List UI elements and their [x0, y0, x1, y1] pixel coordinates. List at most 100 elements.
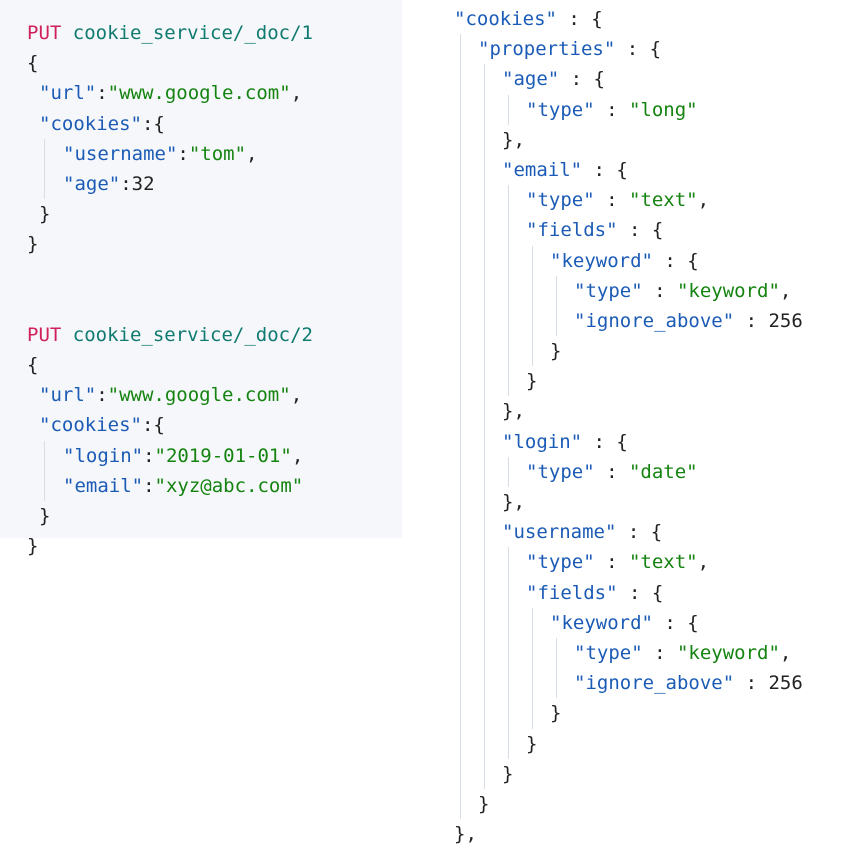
indent-guide	[508, 305, 509, 337]
indent-guide	[556, 305, 557, 337]
indent-guide	[460, 788, 461, 820]
code-line: }	[27, 501, 402, 531]
indent-guide	[460, 728, 461, 759]
indent-guide	[460, 517, 461, 548]
comma: ,	[246, 142, 258, 165]
comma: ,	[290, 82, 303, 105]
indent-guide	[508, 275, 509, 306]
indent-guide	[484, 607, 485, 638]
brace-close: }	[27, 233, 39, 256]
punctuation: }	[478, 792, 490, 815]
json-key: "ignore_above"	[574, 309, 735, 332]
indent-guide	[460, 34, 461, 65]
code-line: "cookies":{	[27, 109, 402, 139]
punctuation: :	[734, 672, 769, 695]
indent-guide	[484, 154, 485, 186]
code-line: "keyword" : {	[454, 607, 856, 638]
json-string: "long"	[628, 98, 698, 121]
code-line: "login" : {	[454, 426, 856, 457]
left-code-block: PUT cookie_service/_doc/1 { "url": "www.g…	[0, 0, 402, 561]
punctuation: :	[642, 641, 677, 664]
code-line: "age" : {	[454, 64, 856, 95]
code-line: }	[454, 728, 856, 759]
punctuation: : {	[615, 38, 662, 61]
indent-guide	[460, 607, 461, 638]
indent-guide	[484, 456, 485, 487]
punctuation: : {	[559, 68, 605, 91]
indent-guide	[460, 366, 461, 397]
indent-guide	[532, 336, 533, 367]
indent-guide	[508, 637, 509, 669]
json-key: "properties"	[478, 38, 616, 61]
code-line: }	[454, 758, 856, 789]
code-line: {	[27, 48, 402, 78]
indent-guide	[460, 215, 461, 246]
json-key: "url"	[39, 82, 97, 105]
json-key: "cookies"	[39, 112, 142, 135]
json-string: "2019-01-01"	[154, 444, 292, 467]
indent-guide	[484, 758, 485, 789]
code-line: "type" : "keyword",	[454, 637, 856, 669]
code-line: "login":"2019-01-01",	[27, 440, 402, 471]
punctuation: :	[594, 551, 629, 574]
indent-guide	[44, 168, 45, 200]
indent-guide	[484, 487, 485, 518]
indent-guide	[460, 637, 461, 669]
comma: ,	[697, 189, 710, 212]
indent-guide	[460, 396, 461, 427]
punctuation: : {	[652, 249, 699, 272]
indent-guide	[556, 275, 557, 306]
indent-guide	[460, 426, 461, 457]
indent-guide	[532, 637, 533, 669]
code-line: "fields" : {	[454, 215, 856, 246]
indent-guide	[508, 698, 509, 729]
indent-guide	[508, 336, 509, 367]
indent-guide	[532, 305, 533, 337]
right-code-panel: "cookies" : {"properties" : {"age" : {"t…	[440, 0, 856, 845]
indent-guide	[508, 607, 509, 638]
code-line: "fields" : {	[454, 577, 856, 608]
indent-guide	[44, 470, 45, 502]
request-line-1: PUT cookie_service/_doc/1	[27, 18, 402, 48]
code-line: "age":32	[27, 168, 402, 200]
punctuation: }	[526, 370, 538, 393]
indent-guide	[556, 637, 557, 669]
colon: :	[177, 142, 189, 165]
punctuation: },	[502, 491, 525, 513]
code-line: }	[454, 366, 856, 397]
indent-guide	[532, 607, 533, 638]
http-method: PUT	[27, 22, 62, 44]
punctuation: : {	[652, 611, 699, 634]
indent-guide	[508, 366, 509, 397]
json-key: "ignore_above"	[574, 672, 735, 695]
code-line: "type" : "long"	[454, 94, 856, 125]
code-line: "ignore_above" : 256	[454, 305, 856, 337]
indent-guide	[508, 547, 509, 578]
code-line: "keyword" : {	[454, 245, 856, 276]
punctuation: },	[502, 400, 525, 423]
json-string: "www.google.com"	[107, 384, 291, 407]
json-key: "type"	[574, 279, 643, 302]
json-string: "keyword"	[676, 279, 780, 302]
indent-guide	[508, 728, 509, 759]
indent-guide	[460, 94, 461, 125]
json-key: "type"	[526, 551, 595, 574]
json-string: "xyz@abc.com"	[154, 474, 304, 497]
colon: :	[120, 172, 132, 195]
code-line: "properties" : {	[454, 34, 856, 65]
indent-guide	[484, 336, 485, 367]
punctuation: },	[454, 823, 477, 846]
code-line: },	[454, 396, 856, 427]
json-number: 256	[768, 309, 803, 332]
indent-guide	[532, 275, 533, 306]
code-line: }	[27, 229, 402, 259]
json-number: 32	[131, 172, 155, 195]
punctuation: }	[502, 762, 514, 785]
json-key: "age"	[502, 68, 560, 91]
mapping-code-block: "cookies" : {"properties" : {"age" : {"t…	[440, 0, 856, 849]
indent-guide	[556, 668, 557, 699]
indent-guide	[44, 138, 45, 169]
colon: :	[143, 474, 155, 497]
colon: :	[143, 444, 155, 467]
indent-guide	[484, 215, 485, 246]
